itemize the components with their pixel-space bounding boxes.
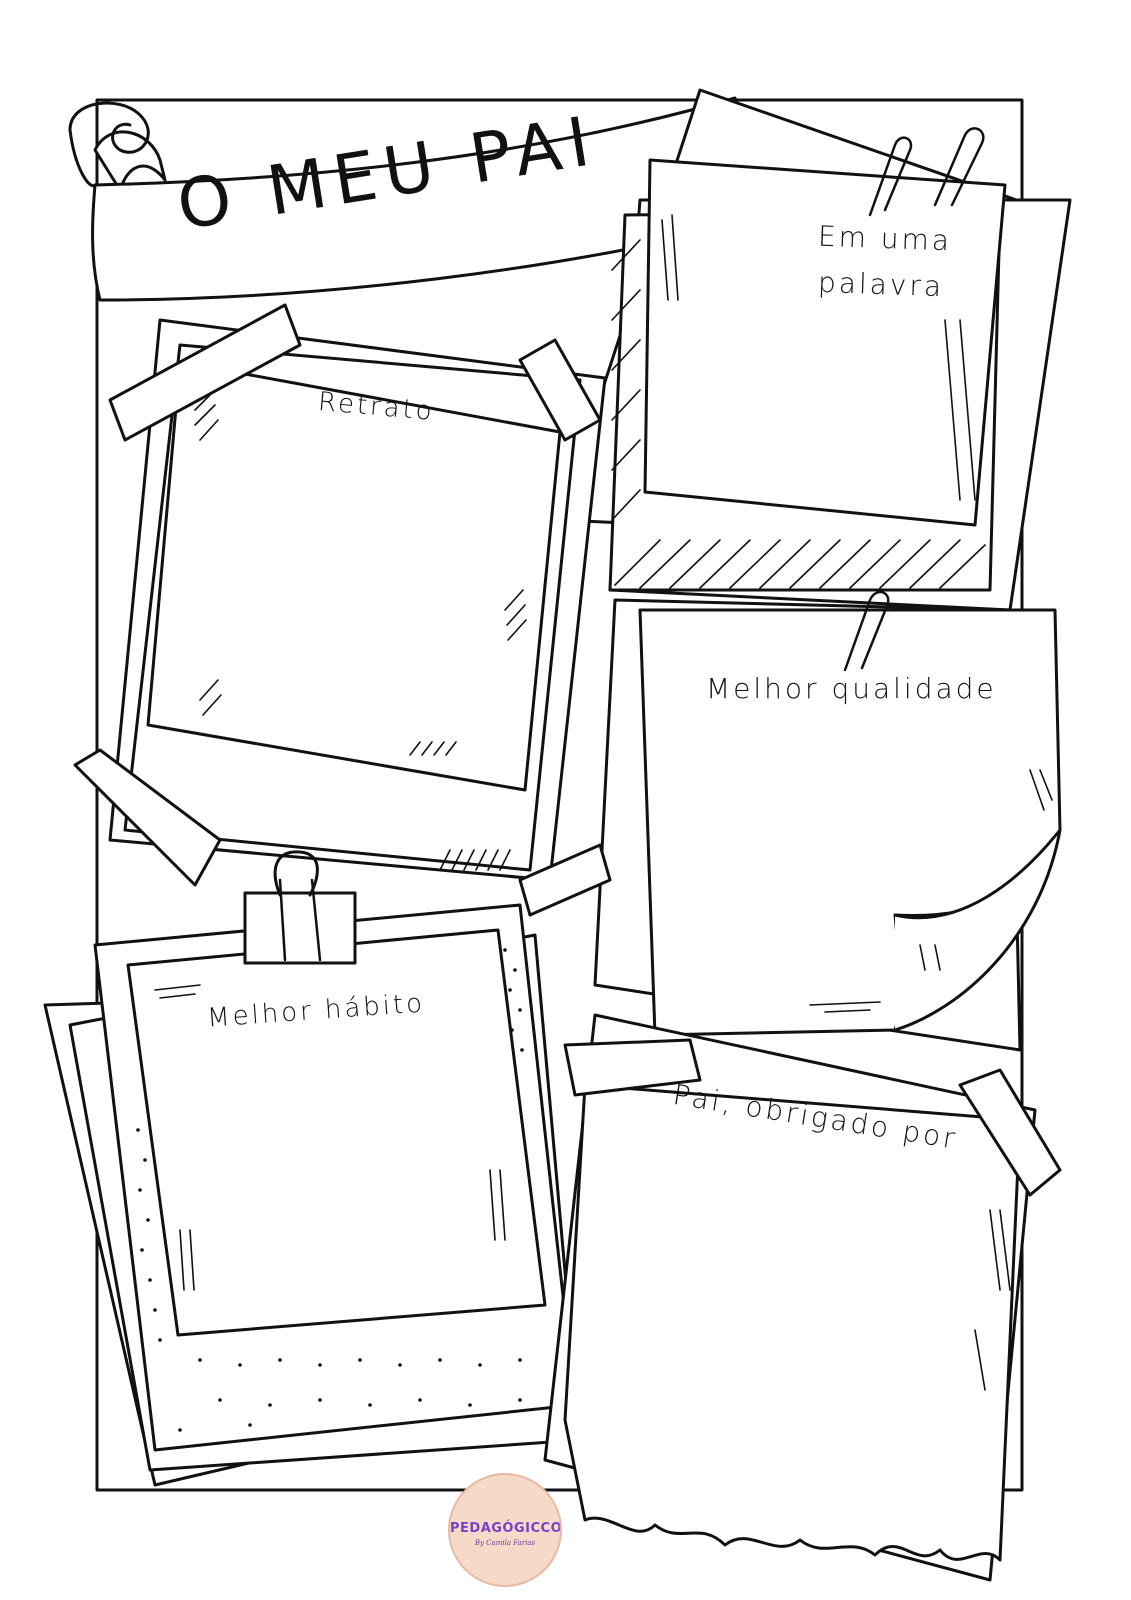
- logo-brand: PEDAGÓGICCOS: [450, 1521, 562, 1536]
- one-word-label-line1: Em uma: [817, 219, 953, 258]
- logo-byline: By Camila Farias: [474, 1539, 536, 1547]
- portrait-frame: [73, 303, 607, 887]
- best-quality-note: [593, 590, 1062, 1052]
- one-word-note: [558, 88, 1072, 612]
- one-word-label-line2: palavra: [817, 265, 945, 304]
- publisher-logo: PEDAGÓGICCOS By Camila Farias: [448, 1473, 562, 1587]
- thanks-note: [543, 1013, 1062, 1582]
- best-quality-label: Melhor qualidade: [706, 672, 997, 705]
- best-habit-frame: [43, 850, 582, 1487]
